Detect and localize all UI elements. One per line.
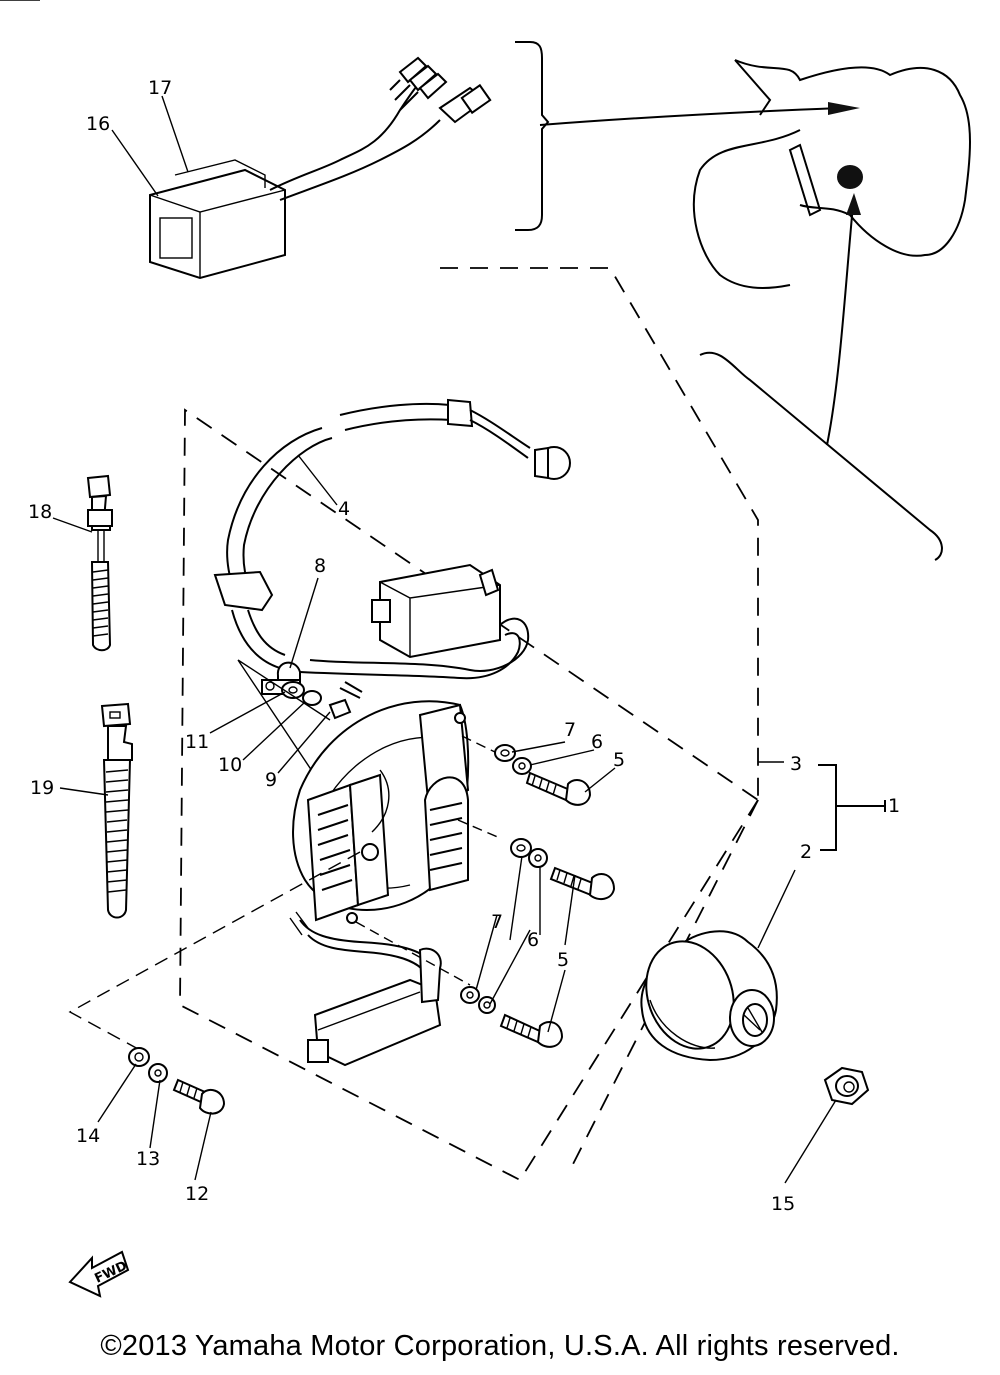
base-screw-set [128,1047,226,1115]
forward-arrow: FWD [68,1250,130,1298]
callout-8: 8 [314,555,326,577]
stator-assembly [0,0,470,973]
callout-3: 3 [790,753,802,775]
callout-1: 1 [888,795,900,817]
callout-2: 2 [800,841,812,863]
callout-11: 11 [185,731,209,753]
callout-17: 17 [148,77,172,99]
screw-washer-set-upper [494,744,592,806]
callout-6-upper: 6 [591,731,603,753]
high-tension-cord [213,398,571,669]
group-bracket [515,41,550,231]
flywheel-nut [823,1066,870,1106]
screw-washer-set-middle [510,838,616,901]
callout-7-upper: 7 [564,719,576,741]
callout-13: 13 [136,1148,160,1170]
callout-15: 15 [771,1193,795,1215]
pulser-coil [307,947,442,1067]
hull-sketch [539,59,971,561]
callout-16: 16 [86,113,110,135]
screw-washer-set-lower [460,986,564,1048]
callout-18: 18 [28,501,52,523]
callout-10: 10 [218,754,242,776]
flywheel [640,930,778,1062]
ignition-coil [299,563,530,680]
clamp-hardware [237,659,363,781]
group-outline [179,267,760,1182]
cdi-unit-assembly [149,56,492,280]
callout-9: 9 [265,769,277,791]
copyright-notice: ©2013 Yamaha Motor Corporation, U.S.A. A… [100,1330,900,1362]
leader-lines [52,95,837,1184]
callout-6-middle: 6 [527,929,539,951]
callout-4: 4 [338,498,350,520]
callout-5-middle: 5 [557,949,569,971]
callout-5-upper: 5 [613,749,625,771]
callout-7-middle: 7 [491,911,503,933]
cable-band-long [100,702,133,919]
callout-12: 12 [185,1183,209,1205]
callout-19: 19 [30,777,54,799]
exploded-parts-diagram: 1 2 3 4 5 5 6 6 7 7 8 9 10 11 12 13 14 1… [0,0,971,1298]
cable-band-short [86,474,113,652]
callout-labels: 1 2 3 4 5 5 6 6 7 7 8 9 10 11 12 13 14 1… [28,77,900,1215]
item-1-bracket [818,764,886,851]
callout-14: 14 [76,1125,100,1147]
